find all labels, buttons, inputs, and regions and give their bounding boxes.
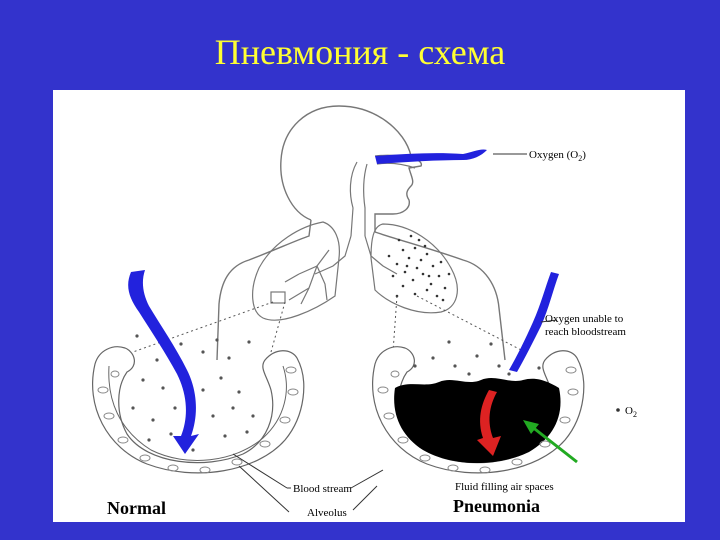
oxygen-flow-pneumonia — [509, 272, 559, 372]
left-lung — [252, 221, 340, 321]
label-oxygen-unable: Oxygen unable to reach bloodstream — [545, 313, 626, 338]
label-alveolus: Alveolus — [307, 507, 347, 519]
label-normal: Normal — [107, 498, 166, 518]
airway — [314, 154, 424, 275]
slide-title: Пневмония - схема — [214, 32, 506, 72]
magnifier-lines — [132, 295, 526, 353]
label-blood-stream: Blood stream — [293, 483, 352, 495]
body-outline — [216, 105, 506, 361]
fluid-pointer-arrow — [530, 424, 578, 464]
right-lung — [370, 223, 458, 314]
pneumonia-diagram: Oxygen (O2) — [53, 90, 685, 522]
oxygen-inflow — [375, 149, 487, 164]
pneumonia-alveolus — [372, 272, 585, 474]
label-o2: O2 — [625, 405, 637, 419]
label-pneumonia: Pneumonia — [453, 496, 540, 516]
label-fluid: Fluid filling air spaces — [455, 481, 554, 493]
blocked-flow — [477, 390, 501, 456]
fluid-fill — [394, 378, 561, 464]
oxygen-flow-normal — [128, 270, 199, 454]
label-oxygen: Oxygen (O2) — [529, 149, 586, 163]
normal-alveolus — [92, 270, 305, 474]
infected-region — [387, 234, 451, 302]
